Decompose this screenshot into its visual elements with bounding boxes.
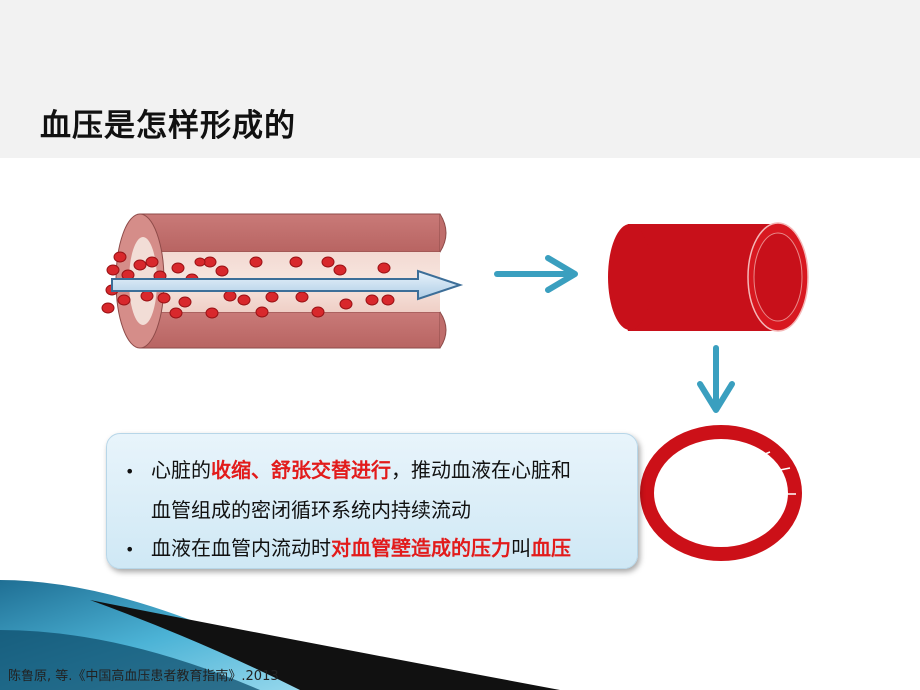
text-segment: 血管组成的密闭循环系统内持续流动 [151, 498, 471, 522]
highlight-text: 血压 [531, 536, 571, 560]
highlight-text: 对血管壁造成的压力 [331, 536, 511, 560]
red-blood-cells [101, 251, 395, 319]
down-arrow-icon [697, 345, 735, 413]
bullet-marker: • [125, 462, 135, 481]
bullet-line-1: • 心脏的收缩、舒张交替进行，推动血液在心脏和 [125, 454, 571, 483]
text-segment: ，推动血液在心脏和 [391, 458, 571, 482]
flow-arrow [111, 269, 464, 301]
header-band [0, 0, 920, 158]
highlight-text: 收缩、舒张交替进行 [211, 458, 391, 482]
text-segment: 血液在血管内流动时 [151, 536, 331, 560]
bullet-line-2: 血管组成的密闭循环系统内持续流动 [125, 494, 471, 523]
cylinder-illustration [608, 222, 809, 332]
text-segment: 心脏的 [151, 458, 211, 482]
citation: 陈鲁原, 等.《中国高血压患者教育指南》.2013 [8, 669, 279, 684]
slide-title: 血压是怎样形成的 [40, 108, 296, 144]
footer-decoration [0, 580, 560, 690]
vessel-illustration [115, 213, 447, 349]
bullet-line-3: • 血液在血管内流动时对血管壁造成的压力叫血压 [125, 532, 571, 561]
bullet-marker: • [125, 540, 135, 559]
right-arrow-icon [494, 255, 578, 293]
text-segment: 叫 [511, 536, 531, 560]
ring-cross-section [640, 425, 802, 561]
bullet-box: •心脏的收缩、舒张交替进行，推动血液在心脏和 血管组成的密闭循环系统内持续流动 … [106, 433, 638, 569]
